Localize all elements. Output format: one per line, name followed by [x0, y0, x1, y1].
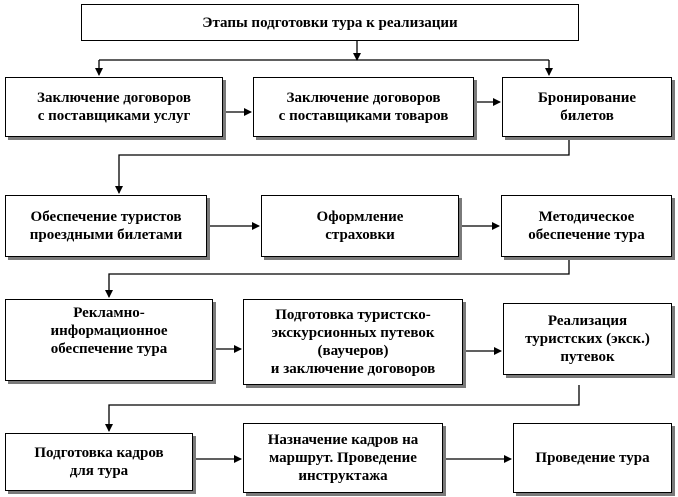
node-5-insurance: Оформление страховки: [261, 195, 459, 257]
arrow-node-3-to-node-4: [115, 137, 570, 194]
node-11-staff-assignment: Назначение кадров на маршрут. Проведение…: [243, 423, 443, 493]
node-7-advertising-support: Рекламно- информационное обеспечение тур…: [5, 299, 213, 381]
node-2-goods-contracts: Заключение договоров с поставщиками това…: [253, 77, 474, 137]
node-10-staff-training: Подготовка кадров для тура: [5, 433, 193, 491]
node-3-ticket-booking: Бронирование билетов: [502, 77, 672, 137]
node-6-methodical-support: Методическое обеспечение тура: [501, 195, 672, 257]
arrow-node-6-to-node-7: [105, 257, 570, 298]
node-4-tourist-tickets: Обеспечение туристов проездными билетами: [5, 195, 207, 257]
node-12-tour-conduct: Проведение тура: [513, 423, 672, 493]
arrow-node-9-to-node-10: [105, 385, 580, 432]
diagram-title-box: Этапы подготовки тура к реализации: [81, 4, 579, 41]
node-9-voucher-sales: Реализация туристских (экск.) путевок: [503, 303, 672, 375]
node-8-voucher-preparation: Подготовка туристско- экскурсионных путе…: [243, 299, 463, 385]
node-1-service-contracts: Заключение договоров с поставщиками услу…: [5, 77, 223, 137]
